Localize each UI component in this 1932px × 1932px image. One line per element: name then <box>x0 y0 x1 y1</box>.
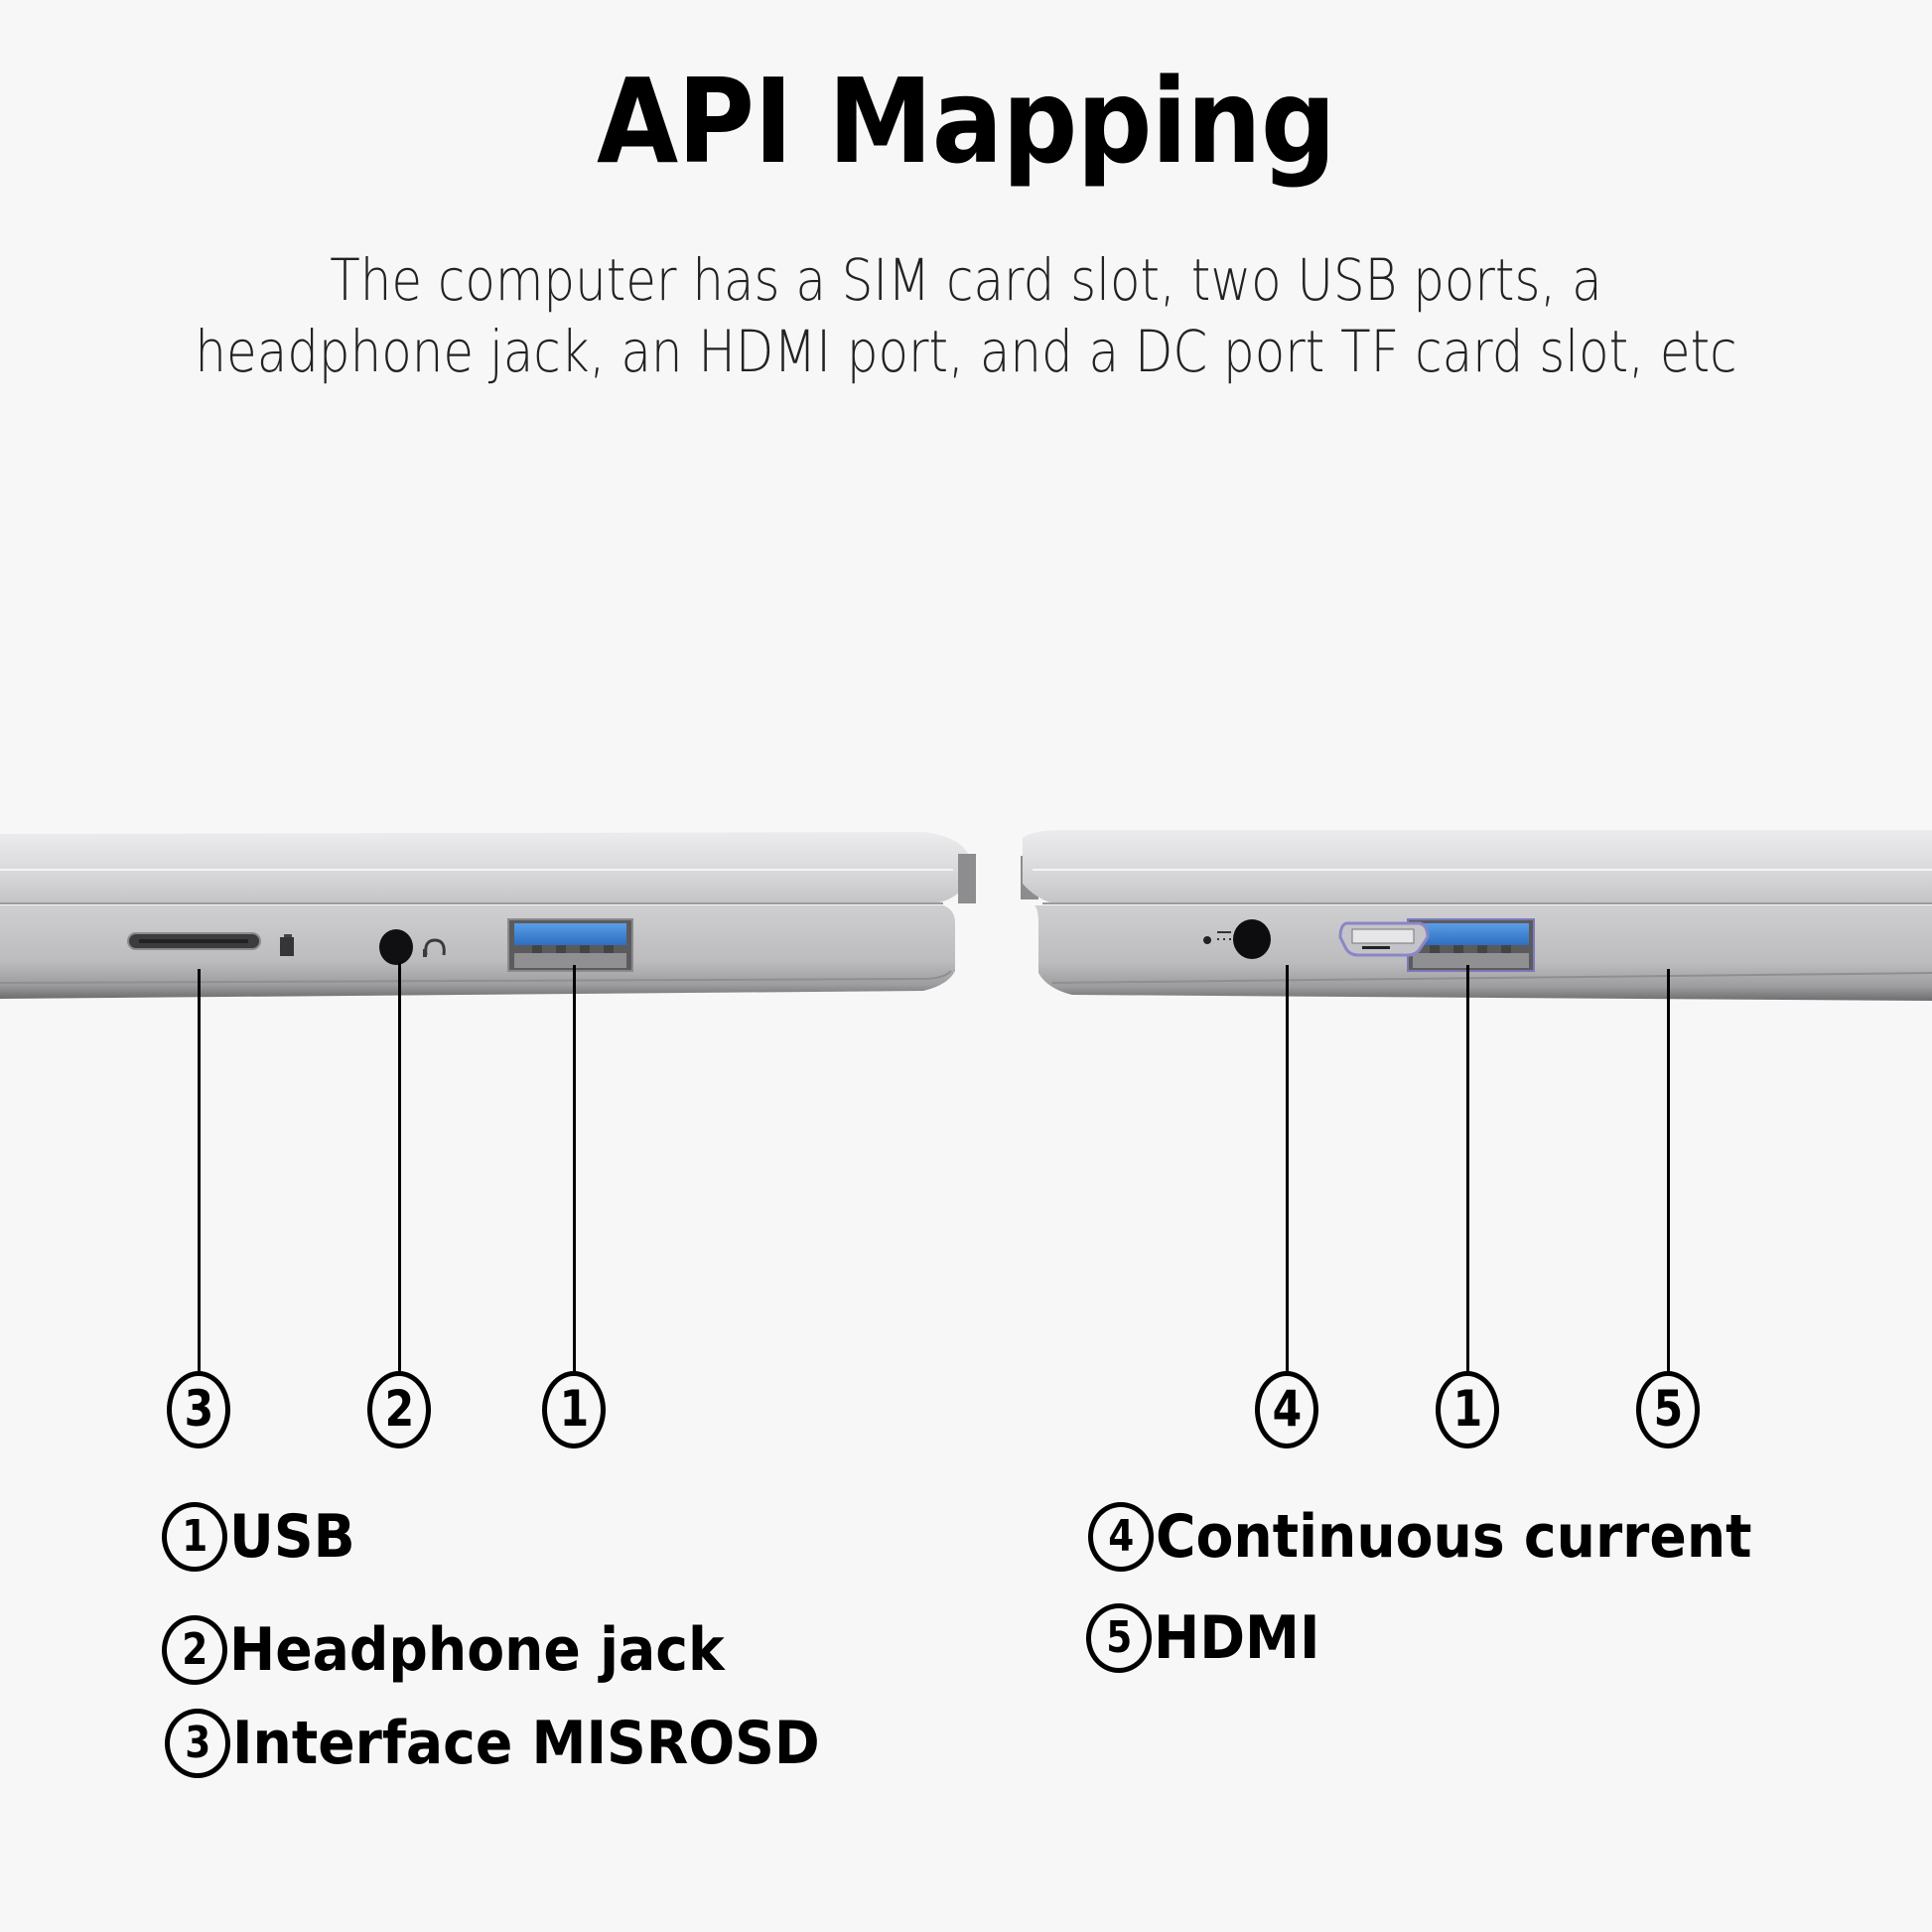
callout-badge-2: 2 <box>367 1371 431 1449</box>
legend-label: Continuous current <box>1156 1502 1752 1572</box>
subtitle-line-2: headphone jack, an HDMI port, and a DC p… <box>195 318 1737 385</box>
laptop-left-illustration <box>0 832 976 999</box>
leader-line-headphone <box>398 963 401 1372</box>
callout-badge-3: 3 <box>167 1371 230 1449</box>
legend-item-interface-misrosd: 3 Interface MISROSD <box>165 1704 871 1783</box>
dc-power-port <box>1203 919 1271 959</box>
callout-badge-4: 4 <box>1255 1371 1318 1449</box>
base <box>0 905 955 999</box>
legend-label: Interface MISROSD <box>232 1709 820 1778</box>
callout-badge-5: 5 <box>1636 1371 1700 1449</box>
dc-symbol-icon <box>1217 931 1231 940</box>
headset-icon <box>424 938 446 956</box>
lid <box>0 832 968 903</box>
leader-line-hdmi <box>1667 969 1670 1372</box>
laptop-left-side <box>0 814 983 1013</box>
micro-sd-slot <box>127 932 294 956</box>
legend-item-hdmi: 5 HDMI <box>1086 1598 1334 1678</box>
usb-port <box>507 918 633 972</box>
leader-line-usb-right <box>1466 965 1469 1372</box>
callout-badge-1-right: 1 <box>1436 1371 1499 1449</box>
legend-label: Headphone jack <box>229 1615 725 1685</box>
leader-line-sd <box>198 969 201 1372</box>
legend-item-headphone-jack: 2 Headphone jack <box>162 1610 767 1690</box>
legend-label: USB <box>229 1502 355 1572</box>
legend-badge: 1 <box>162 1502 227 1572</box>
legend-item-continuous-current: 4 Continuous current <box>1088 1497 1804 1577</box>
callout-badge-1-left: 1 <box>542 1371 606 1449</box>
legend-label: HDMI <box>1154 1603 1320 1673</box>
legend-badge: 3 <box>165 1709 230 1778</box>
legend-badge: 4 <box>1088 1502 1154 1572</box>
laptop-right-side <box>1013 814 1932 1013</box>
leader-line-usb-left <box>573 965 576 1372</box>
page-title: API Mapping <box>596 53 1336 190</box>
hdmi-port <box>1338 921 1430 957</box>
usb-port <box>1407 918 1535 972</box>
headphone-jack <box>379 929 446 965</box>
lid <box>1023 830 1932 903</box>
legend-badge: 2 <box>162 1615 227 1685</box>
legend-item-usb: 1 USB <box>162 1497 366 1577</box>
legend-badge: 5 <box>1086 1603 1152 1673</box>
subtitle-line-1: The computer has a SIM card slot, two US… <box>330 246 1602 314</box>
leader-line-dc <box>1286 965 1289 1372</box>
card-slot-icon <box>280 937 294 956</box>
laptop-right-illustration <box>1021 830 1932 1001</box>
